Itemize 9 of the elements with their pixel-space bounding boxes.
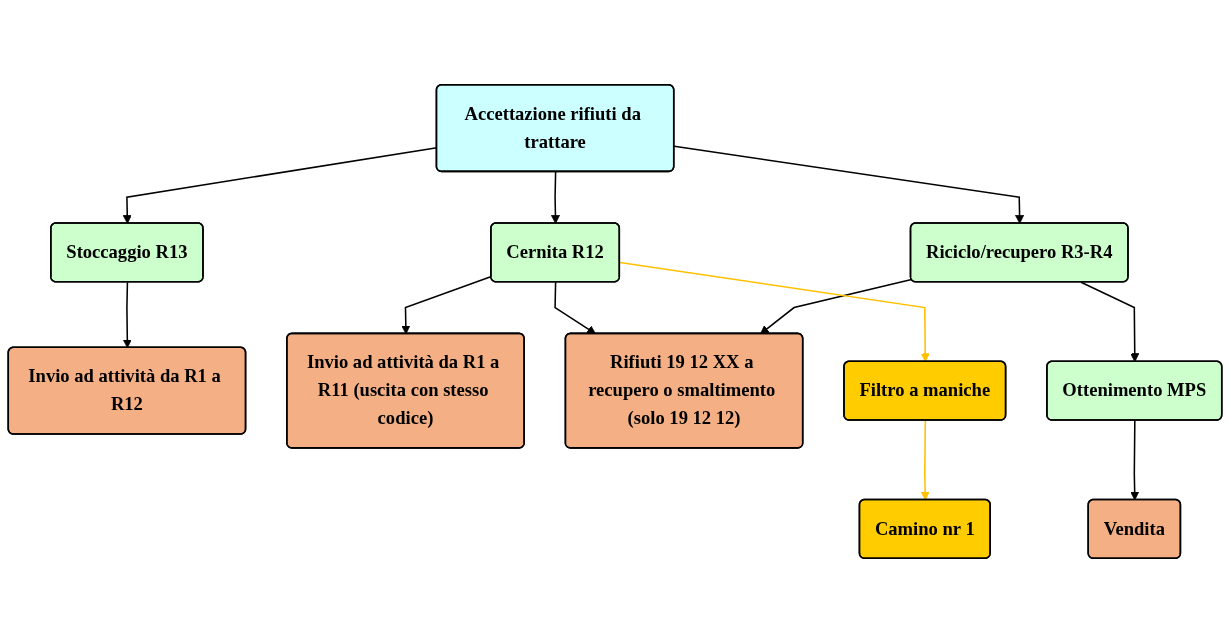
arrow [673,145,1025,224]
arrow [554,281,597,335]
arrow [920,419,930,501]
arrow [760,278,913,335]
arrow [1130,419,1140,501]
arrow [550,171,560,224]
arrow [1080,281,1140,363]
arrow [122,281,132,349]
arrow [619,261,930,363]
